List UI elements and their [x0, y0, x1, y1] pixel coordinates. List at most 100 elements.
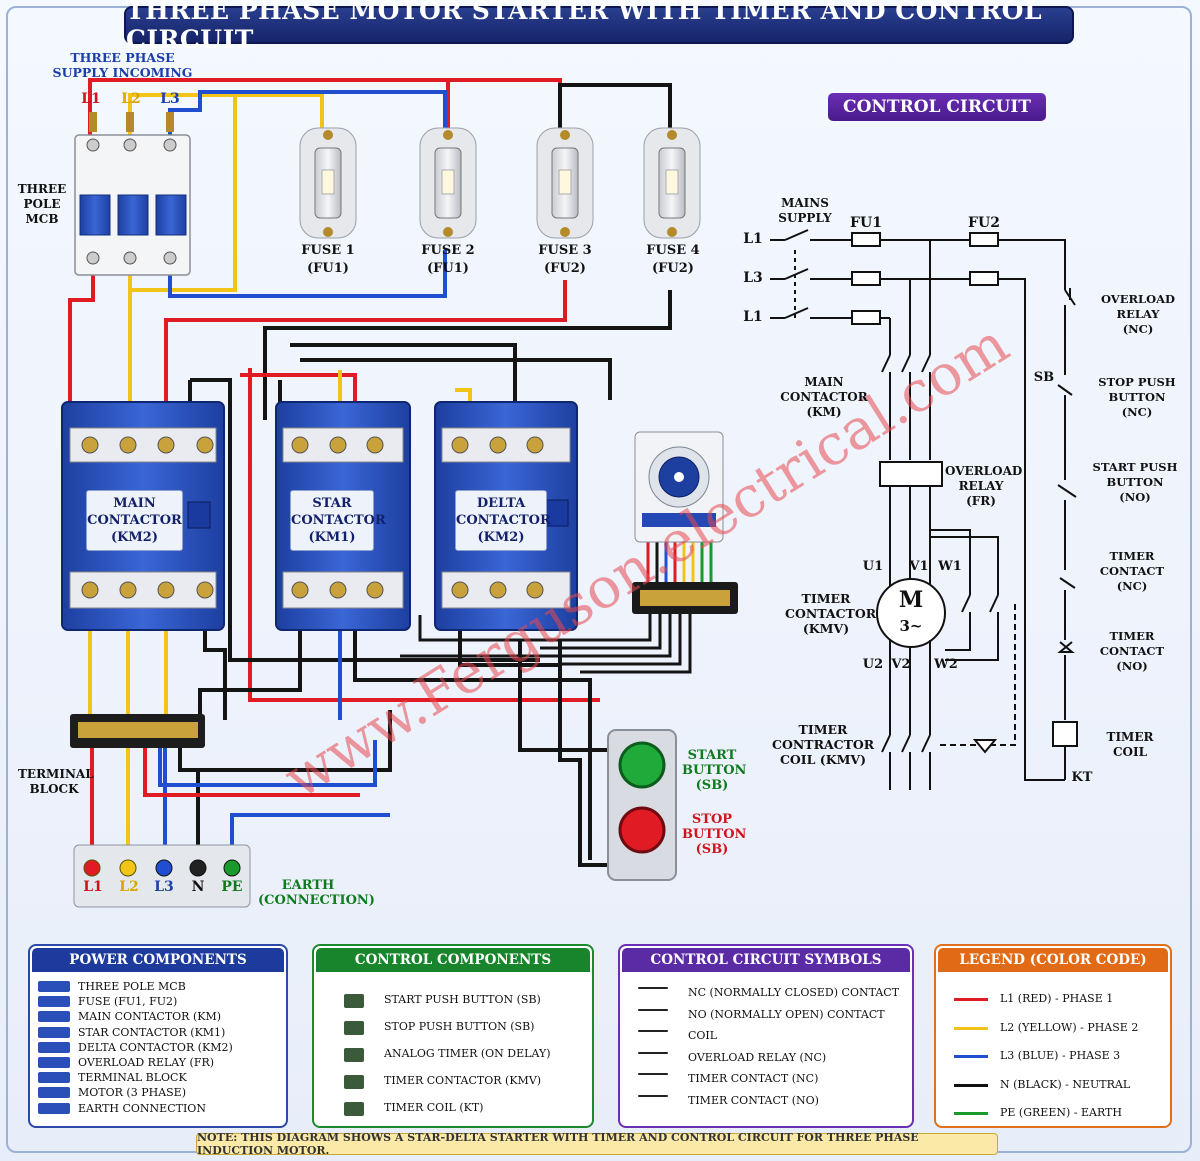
control-components-panel: CONTROL COMPONENTS START PUSH BUTTON (SB… [312, 944, 594, 1128]
control-symbols-panel: CONTROL CIRCUIT SYMBOLS NC (NORMALLY CLO… [618, 944, 914, 1128]
outlet-label-l2: L2 [119, 879, 139, 895]
color-legend-item-label: L3 (BLUE) - PHASE 3 [1000, 1049, 1121, 1062]
control-symbol-item-icon [638, 987, 668, 989]
phase-label-l1: L1 [81, 91, 101, 107]
timer-contact-no-label: TIMER CONTACT (NO) [1099, 629, 1165, 673]
control-component-item: TIMER COIL (KT) [344, 1101, 483, 1116]
control-line-3: L1 [743, 309, 763, 325]
wire-terminal-to-outlet [90, 710, 392, 860]
control-symbol-item-icon [638, 1008, 668, 1011]
fu2-label: FU2 [968, 215, 1000, 231]
fuse-holder-2 [419, 127, 477, 239]
mains-supply-label: MAINS SUPPLY [778, 196, 832, 225]
color-legend-item: L2 (YELLOW) - PHASE 2 [954, 1020, 1139, 1034]
fu1-label: FU1 [850, 215, 882, 231]
supply-incoming-label: THREE PHASE SUPPLY INCOMING [52, 50, 193, 80]
control-symbol-item-icon [638, 1094, 668, 1097]
power-component-item: THREE POLE MCB [38, 980, 186, 993]
control-component-item-icon [344, 994, 364, 1008]
control-symbol-item-icon [638, 1051, 668, 1054]
power-component-item-icon [38, 996, 70, 1008]
power-component-item: EARTH CONNECTION [38, 1102, 206, 1115]
fuse-1-label: FUSE 1 [301, 243, 355, 258]
control-symbol-item-icon [638, 1073, 668, 1075]
power-component-item: MOTOR (3 PHASE) [38, 1086, 186, 1099]
terminal-v2: V2 [891, 657, 911, 672]
control-symbol-item: NO (NORMALLY OPEN) CONTACT [638, 1007, 885, 1021]
power-component-item: OVERLOAD RELAY (FR) [38, 1056, 215, 1069]
power-component-item-icon [38, 1026, 70, 1038]
push-button-station [607, 729, 677, 881]
delta-contactor-label: DELTA CONTACTOR(KM2) [455, 490, 551, 551]
stop-button-label: STOP BUTTON (SB) [682, 812, 747, 857]
terminal-u1: U1 [862, 559, 884, 574]
fuse-1-code: (FU1) [307, 261, 349, 276]
mcb-device [74, 112, 191, 276]
control-line-1: L1 [743, 231, 763, 247]
outlet-label-l3: L3 [154, 879, 174, 895]
phase-label-l3: L3 [160, 91, 180, 107]
fuse-4-code: (FU2) [652, 261, 694, 276]
terminal-w1: W1 [938, 559, 962, 574]
terminal-w2: W2 [934, 657, 958, 672]
control-component-item-icon [344, 1075, 364, 1089]
color-legend-item: N (BLACK) - NEUTRAL [954, 1078, 1130, 1091]
power-component-item-icon [38, 1102, 70, 1114]
control-symbol-item-label: NO (NORMALLY OPEN) CONTACT [688, 1007, 885, 1021]
color-legend-item-label: PE (GREEN) - EARTH [1000, 1106, 1122, 1119]
color-legend-item: L1 (RED) - PHASE 1 [954, 992, 1114, 1005]
main-contactor-km-label: MAIN CONTACTOR (KM) [780, 375, 868, 419]
color-legend-item-icon [954, 1083, 988, 1087]
color-legend-title: LEGEND (COLOR CODE) [938, 948, 1168, 972]
terminal-block-label: TERMINAL BLOCK [18, 767, 94, 796]
power-component-item: DELTA CONTACTOR (KM2) [38, 1040, 233, 1054]
fuse-holder-1 [299, 127, 357, 239]
terminal-block [70, 714, 205, 748]
power-component-item-label: THREE POLE MCB [78, 980, 186, 993]
control-component-item-label: TIMER CONTACTOR (KMV) [384, 1074, 542, 1087]
main-contactor-name: MAIN CONTACTOR [87, 496, 182, 528]
start-button-label: START BUTTON (SB) [682, 748, 747, 793]
power-component-item-label: TERMINAL BLOCK [78, 1071, 187, 1085]
control-component-item-icon [344, 1102, 364, 1116]
control-schematic [770, 229, 1078, 790]
control-component-item-label: START PUSH BUTTON (SB) [384, 993, 541, 1006]
power-component-item-icon [38, 1041, 70, 1053]
page-title: THREE PHASE MOTOR STARTER WITH TIMER AND… [124, 0, 1074, 54]
main-contactor-code: (KM2) [110, 530, 159, 545]
power-component-item: TERMINAL BLOCK [38, 1071, 187, 1085]
timer-contact-nc-label: TIMER CONTACT (NC) [1099, 549, 1165, 593]
power-component-item-icon [38, 1057, 70, 1068]
power-component-item-label: OVERLOAD RELAY (FR) [78, 1056, 215, 1069]
timer-contactor-coil-label: TIMER CONTRACTOR COIL (KMV) [772, 722, 875, 767]
fuse-holder-3 [536, 127, 594, 239]
wire-fuse3-out [164, 280, 567, 420]
color-legend-item-icon [954, 1026, 988, 1030]
main-contactor-label: MAIN CONTACTOR (KM2) [86, 490, 183, 551]
color-legend-item-label: L1 (RED) - PHASE 1 [1000, 992, 1114, 1005]
earth-connection-label: EARTH (CONNECTION) [258, 878, 375, 908]
timer-contactor-kmv-label: TIMER CONTACTOR (KMV) [785, 591, 877, 636]
power-component-item-label: DELTA CONTACTOR (KM2) [78, 1040, 233, 1054]
timer-coil-label: TIMER COIL [1106, 730, 1154, 759]
color-legend-item: L3 (BLUE) - PHASE 3 [954, 1049, 1121, 1062]
power-component-item-label: STAR CONTACTOR (KM1) [78, 1025, 226, 1039]
power-component-item: FUSE (FU1, FU2) [38, 995, 177, 1008]
outlet-label-n: N [191, 879, 205, 895]
power-component-item-icon [38, 981, 70, 992]
control-component-item: STOP PUSH BUTTON (SB) [344, 1020, 535, 1035]
power-component-item: MAIN CONTACTOR (KM) [38, 1010, 221, 1023]
timer-terminal-strip [632, 582, 738, 614]
control-component-item: START PUSH BUTTON (SB) [344, 993, 541, 1008]
control-symbol-item: TIMER CONTACT (NO) [638, 1094, 819, 1107]
outlet-label-pe: PE [221, 879, 243, 895]
fuse-holders [299, 127, 701, 239]
kt-label: KT [1071, 770, 1093, 785]
control-component-item-label: STOP PUSH BUTTON (SB) [384, 1020, 535, 1033]
outlet-panel [73, 844, 251, 908]
color-legend-item-label: L2 (YELLOW) - PHASE 2 [1000, 1020, 1139, 1034]
fuse-holder-4 [643, 127, 701, 239]
terminal-v1: V1 [909, 559, 929, 574]
power-component-item-icon [38, 1072, 70, 1084]
